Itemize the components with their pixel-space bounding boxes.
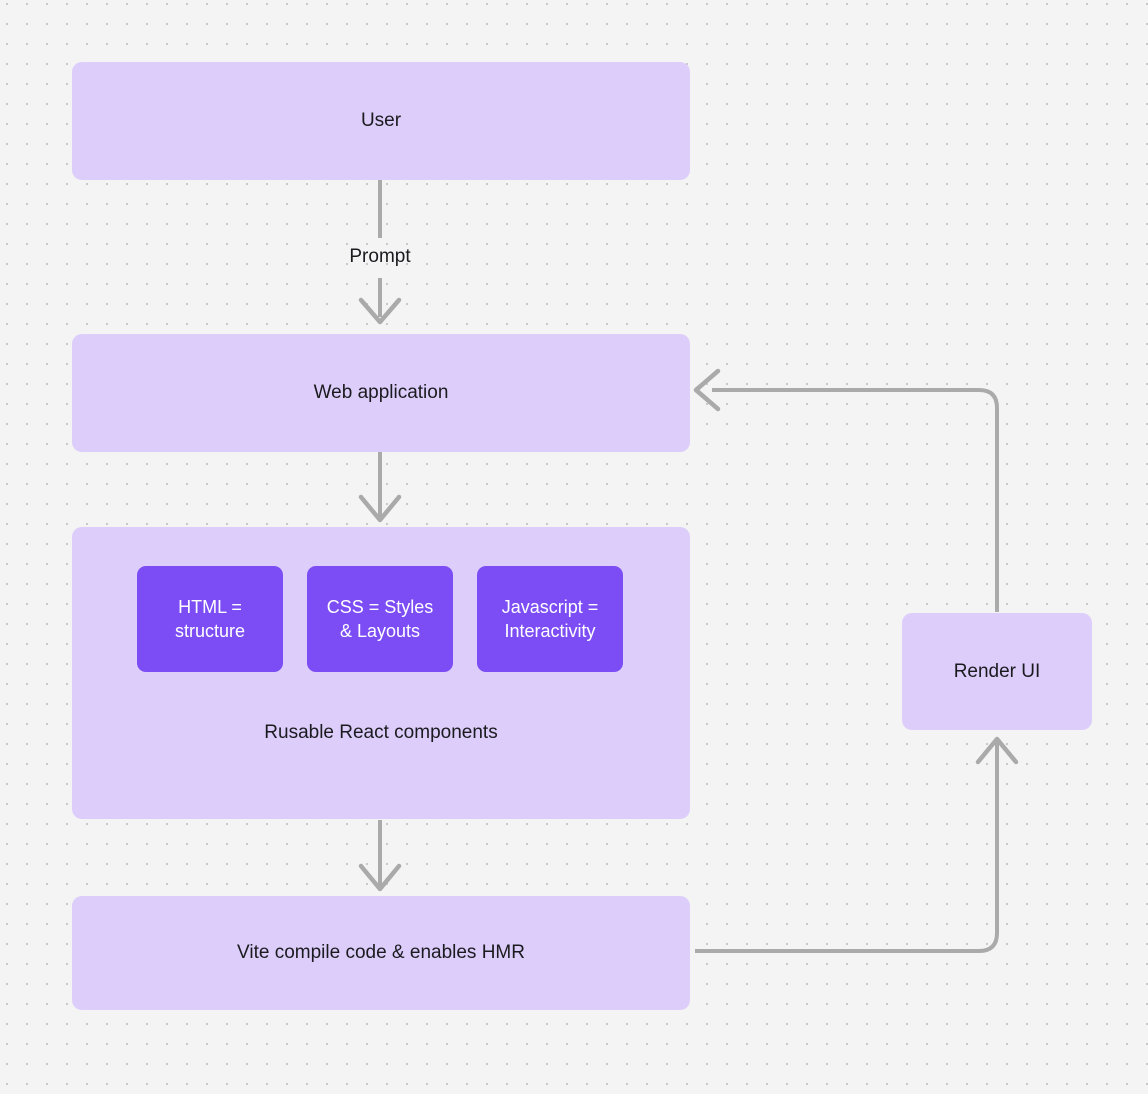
chip-javascript-line2: Interactivity <box>504 621 596 641</box>
node-web-application[interactable]: Web application <box>72 334 690 452</box>
node-components-group[interactable]: HTML = structure CSS = Styles & Layouts … <box>72 527 690 819</box>
chip-javascript-line1: Javascript = <box>501 596 599 617</box>
node-web-application-label: Web application <box>313 382 449 404</box>
node-render-ui-label: Render UI <box>953 660 1041 682</box>
edge-render-ui-to-web-application <box>693 368 999 612</box>
components-group-caption: Rusable React components <box>264 722 498 743</box>
chip-html-line2: structure <box>174 621 246 641</box>
chip-css-line2: & Layouts <box>339 621 421 641</box>
node-user-label: User <box>360 110 402 132</box>
edge-components-to-vite <box>358 820 402 892</box>
edge-vite-to-render-ui <box>695 736 1019 953</box>
chip-javascript[interactable]: Javascript = Interactivity <box>477 566 623 672</box>
chip-css-line1: CSS = Styles <box>326 596 434 617</box>
chip-css[interactable]: CSS = Styles & Layouts <box>307 566 453 672</box>
chip-html[interactable]: HTML = structure <box>137 566 283 672</box>
node-vite-label: Vite compile code & enables HMR <box>237 942 525 964</box>
edge-label-prompt: Prompt <box>349 246 411 267</box>
chip-html-line1: HTML = <box>178 596 242 617</box>
node-render-ui[interactable]: Render UI <box>902 613 1092 730</box>
node-vite[interactable]: Vite compile code & enables HMR <box>72 896 690 1010</box>
chips-row: HTML = structure CSS = Styles & Layouts … <box>72 527 690 819</box>
node-user[interactable]: User <box>72 62 690 180</box>
edge-web-application-to-components <box>358 452 402 523</box>
